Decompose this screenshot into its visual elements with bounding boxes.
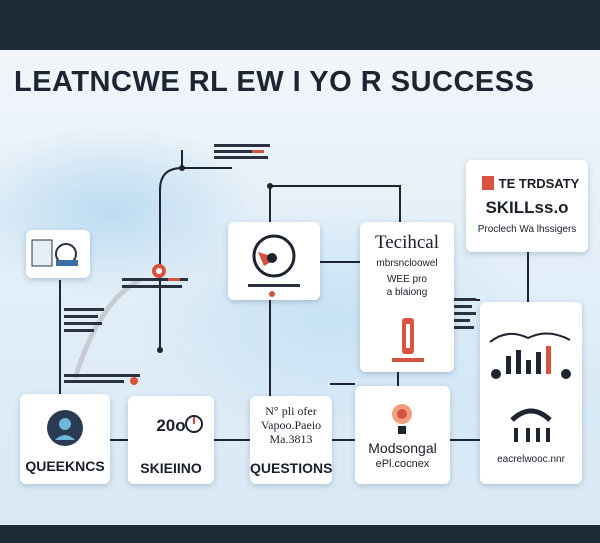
technical-line-4: a blaiong (386, 287, 428, 298)
record-disc-icon (248, 234, 300, 297)
bar-graph-icon (185, 415, 203, 433)
bar-chart-caption: eacrelwooc.nnr (497, 454, 565, 465)
questions-top-3: Ma.3813 (269, 432, 313, 446)
person-circle-icon (47, 410, 83, 446)
headline-title: LEATNCWE RL EW I YO R SUCCESS (14, 66, 535, 98)
mid-text-strip (122, 278, 188, 288)
technical-line-2: mbrsncloowel (376, 258, 438, 269)
technical-title: Tecihcal (374, 232, 440, 253)
monitor-icon (510, 408, 552, 442)
bottom-left-text-strip (64, 374, 140, 385)
red-bulb-icon (152, 264, 166, 278)
skieiino-label: SKIEIINO (140, 460, 202, 476)
questions-top-2: Vapoo.Paeio (260, 418, 322, 432)
record-disc-card (228, 222, 320, 300)
tech-skills-caption: Proclech Wa lhssigers (477, 224, 577, 235)
junction-dot (157, 347, 163, 353)
left-text-strip (64, 308, 104, 332)
tech-skills-card: TE TRDSATY SKILLss.o Proclech Wa lhssige… (466, 160, 588, 252)
questions-card: N° pli ofer Vapoo.Paeio Ma.3813 QUESTION… (250, 396, 332, 484)
questions-top-1: N° pli ofer (265, 404, 317, 418)
red-badge-icon (482, 176, 494, 190)
questions-label: QUESTIONS (250, 460, 333, 476)
red-tube-icon (392, 318, 424, 362)
small-gauge-card (26, 230, 90, 278)
bar-chart-icon (489, 332, 571, 379)
red-bulb-icon (392, 404, 412, 434)
modsongal-label-1: Modsongal (368, 440, 437, 456)
junction-dot (267, 183, 273, 189)
skieiino-card: 20o SKIEIINO (128, 396, 214, 484)
tech-skills-title: TE TRDSATY (498, 176, 580, 191)
modsongal-card: Modsongal ePl.cocnex (355, 386, 450, 484)
top-band (0, 0, 600, 50)
queekncs-label: QUEEKNCS (25, 458, 105, 474)
modsongal-label-2: ePl.cocnex (375, 458, 430, 470)
queekncs-card: QUEEKNCS (20, 394, 110, 484)
bar-chart-card: eacrelwooc.nnr (480, 302, 582, 484)
wire-4 (270, 185, 401, 222)
wire-1 (159, 167, 232, 350)
skieiino-number: 20o (156, 416, 186, 435)
bottom-band (0, 525, 600, 543)
top-text-strip (214, 144, 270, 159)
junction-dot (179, 165, 185, 171)
technical-line-3: WEE pro (386, 274, 427, 285)
technical-card: Tecihcal mbrsncloowel WEE pro a blaiong (360, 222, 454, 372)
tech-skills-subtitle: SKILLss.o (485, 198, 569, 217)
gauge-icon (31, 239, 78, 267)
